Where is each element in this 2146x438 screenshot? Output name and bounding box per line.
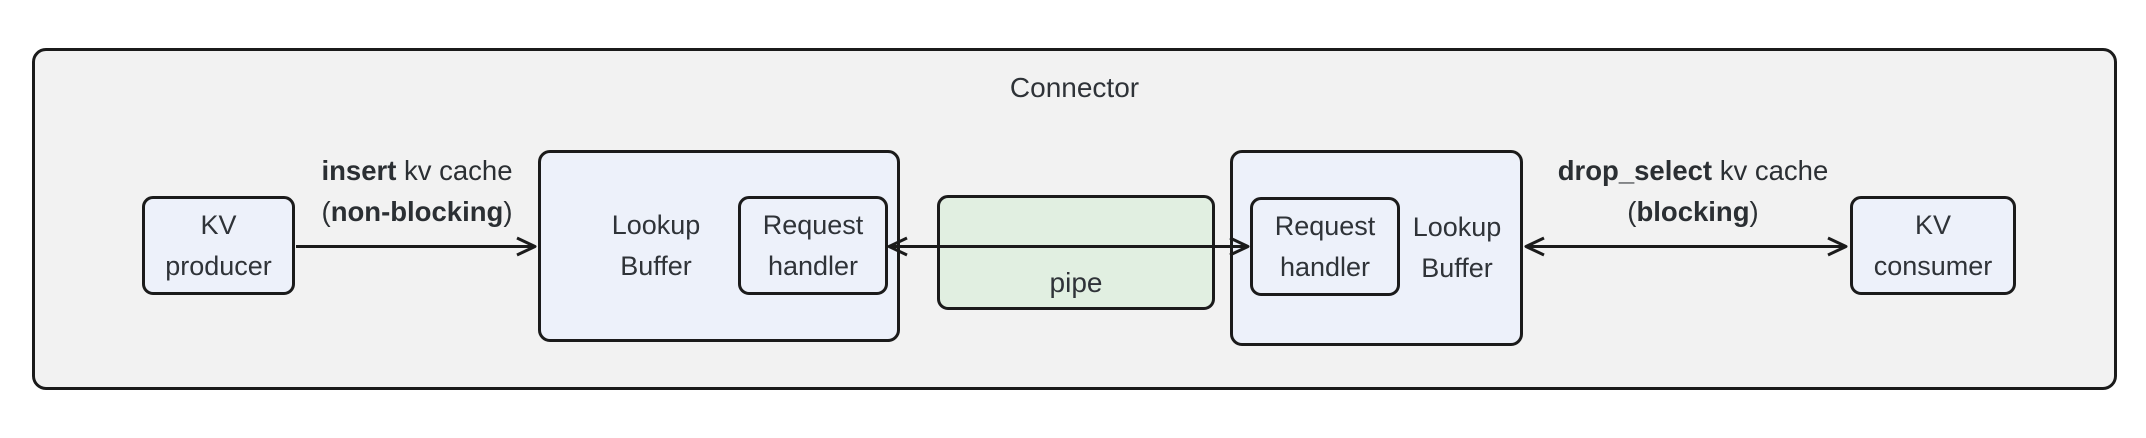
request-handler-left-node: Request handler <box>738 196 888 295</box>
request-handler-right-line1: Request <box>1274 210 1376 241</box>
pipe-label: pipe <box>1049 267 1103 298</box>
insert-arrow-label-line2: (non-blocking) <box>321 196 513 227</box>
kv-producer-node: KV producer <box>142 196 295 295</box>
insert-arrow-label-line1: insert kv cache <box>321 155 513 186</box>
drop-select-arrow-label-line2: (blocking) <box>1627 196 1759 227</box>
kv-consumer-label-line1: KV <box>1914 209 1952 240</box>
insert-arrow-label: insert kv cache (non-blocking) <box>252 150 582 232</box>
request-handler-left-line2: handler <box>767 250 859 281</box>
lookup-buffer-right-line2: Buffer <box>1421 253 1493 283</box>
kv-producer-label-line1: KV <box>200 209 237 240</box>
connector-title: Connector <box>1009 72 1140 103</box>
kv-consumer-node: KV consumer <box>1850 196 2016 295</box>
kv-producer-label-line2: producer <box>165 250 272 281</box>
lookup-buffer-left-label: Lookup Buffer <box>571 153 741 339</box>
lookup-buffer-right-line1: Lookup <box>1412 212 1502 242</box>
request-handler-right-line2: handler <box>1279 251 1371 282</box>
pipe-node: pipe <box>937 195 1215 310</box>
request-handler-left-line1: Request <box>762 209 864 240</box>
lookup-buffer-right-node: Request handler Lookup Buffer <box>1230 150 1523 346</box>
lookup-buffer-left-node: Lookup Buffer Request handler <box>538 150 900 342</box>
drop-select-arrow-label-line1: drop_select kv cache <box>1557 155 1829 186</box>
lookup-buffer-right-label: Lookup Buffer <box>1396 153 1518 343</box>
drop-select-arrow-label: drop_select kv cache (blocking) <box>1528 150 1858 232</box>
lookup-buffer-left-line2: Buffer <box>620 251 692 281</box>
lookup-buffer-left-line1: Lookup <box>611 210 701 240</box>
kv-consumer-label-line2: consumer <box>1873 250 1993 281</box>
request-handler-right-node: Request handler <box>1250 197 1400 296</box>
